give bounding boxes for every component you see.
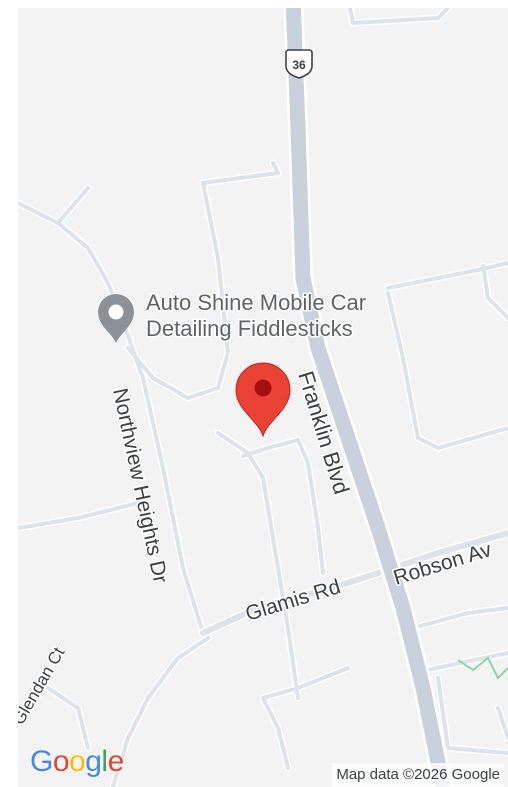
google-logo-letter: g [85,745,102,778]
google-logo[interactable]: Google [30,745,124,779]
google-logo-letter: o [52,745,70,778]
google-logo-letter: o [69,745,86,778]
google-logo-letter: G [30,745,53,778]
minor-roads [18,8,508,787]
poi-label-auto-shine[interactable]: Auto Shine Mobile Car Detailing Fiddlest… [145,289,368,343]
franklin-blvd-road [283,8,453,787]
google-logo-letter: e [107,745,125,778]
park-path [457,656,508,680]
map-canvas[interactable]: 36 Franklin Blvd Northview Heights Dr Gl… [18,8,508,787]
map-attribution[interactable]: Map data ©2026 Google [332,763,504,787]
glamis-robson-road [198,528,508,638]
highway-36-shield[interactable]: 36 [285,49,313,79]
map-view[interactable]: 36 Franklin Blvd Northview Heights Dr Gl… [18,8,508,787]
poi-name-line2: Detailing Fiddlesticks [146,316,353,341]
red-location-marker-icon[interactable] [235,362,291,438]
poi-name-line1: Auto Shine Mobile Car [146,290,366,315]
place-pin-icon[interactable] [97,293,135,343]
highway-shield-number: 36 [292,58,306,72]
google-logo-letter: l [101,745,108,778]
